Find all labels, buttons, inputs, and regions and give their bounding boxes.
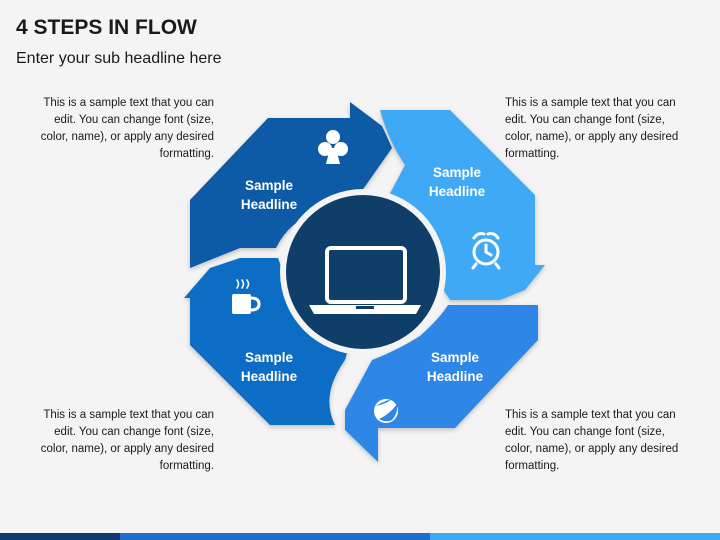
step-segment-3	[345, 305, 538, 462]
step-segment-4	[184, 258, 356, 425]
beach-ball-icon	[374, 399, 398, 423]
step-3-label-line2: Headline	[427, 369, 484, 384]
description-bottom-left: This is a sample text that you can edit.…	[40, 409, 214, 472]
step-4-label-line1: Sample	[245, 350, 294, 365]
coffee-cup-icon	[232, 279, 261, 314]
step-segment-2	[375, 110, 545, 300]
step-3-label-line1: Sample	[431, 350, 480, 365]
description-top-left: This is a sample text that you can edit.…	[40, 97, 214, 160]
step-2-label-line1: Sample	[433, 165, 482, 180]
step-1-label-line1: Sample	[245, 178, 294, 193]
footer-segment-dark	[0, 533, 120, 540]
step-2-label-line2: Headline	[429, 184, 486, 199]
laptop-icon	[309, 246, 421, 314]
step-1-label-line2: Headline	[241, 197, 298, 212]
footer-segment-mid	[120, 533, 430, 540]
description-top-right: This is a sample text that you can edit.…	[505, 97, 679, 160]
description-bottom-right: This is a sample text that you can edit.…	[505, 409, 679, 472]
page-subtitle: Enter your sub headline here	[16, 50, 222, 67]
step-4-label-line2: Headline	[241, 369, 298, 384]
page-title: 4 STEPS IN FLOW	[16, 16, 197, 39]
club-icon	[318, 130, 348, 164]
alarm-clock-icon	[471, 232, 501, 270]
footer-bar	[0, 533, 720, 540]
footer-segment-light	[430, 533, 720, 540]
